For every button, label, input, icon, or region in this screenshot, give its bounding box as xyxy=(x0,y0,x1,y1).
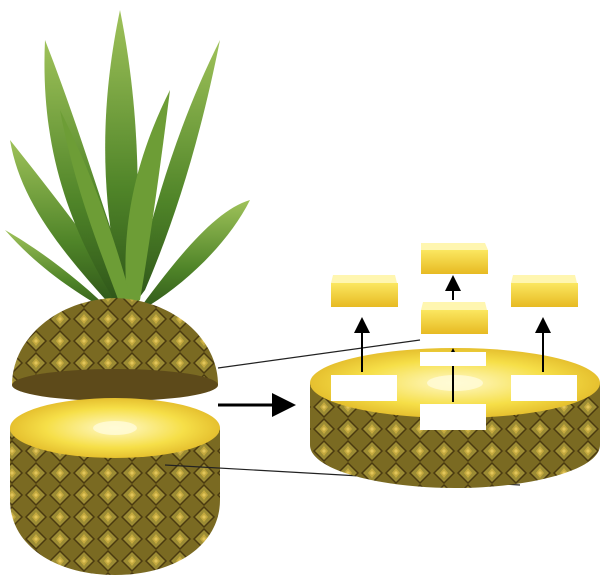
pineapple-chunk-icon xyxy=(421,243,488,274)
pineapple-bottom-half xyxy=(10,398,220,575)
pineapple-top-half xyxy=(12,298,218,401)
pineapple-chunk-icon xyxy=(511,275,578,307)
label-box-center xyxy=(420,404,486,430)
pineapple-chunk-icon xyxy=(421,302,488,334)
pineapple-chunk-icon xyxy=(331,275,398,307)
label-box-left xyxy=(331,375,397,401)
pineapple-crown-icon xyxy=(5,10,250,315)
label-box-right xyxy=(511,375,577,401)
label-box-top-center xyxy=(420,352,486,366)
